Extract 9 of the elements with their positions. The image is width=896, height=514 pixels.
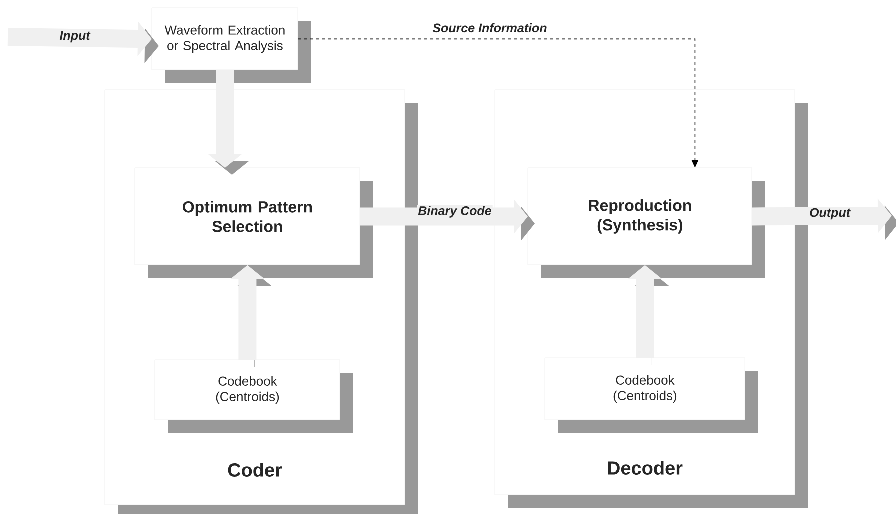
- process-box: Codebook (Centroids): [545, 358, 758, 433]
- process-box: Optimum Pattern Selection: [135, 168, 373, 278]
- edge-label: Input: [58, 30, 92, 44]
- edge-label: Output: [808, 207, 852, 221]
- process-box: Waveform Extraction or Spectral Analysis: [152, 8, 311, 83]
- edge-label: Source Information: [432, 22, 548, 34]
- process-box: Reproduction (Synthesis): [528, 168, 765, 278]
- edge-label: Binary Code: [417, 205, 493, 219]
- process-box: Codebook (Centroids): [155, 360, 353, 433]
